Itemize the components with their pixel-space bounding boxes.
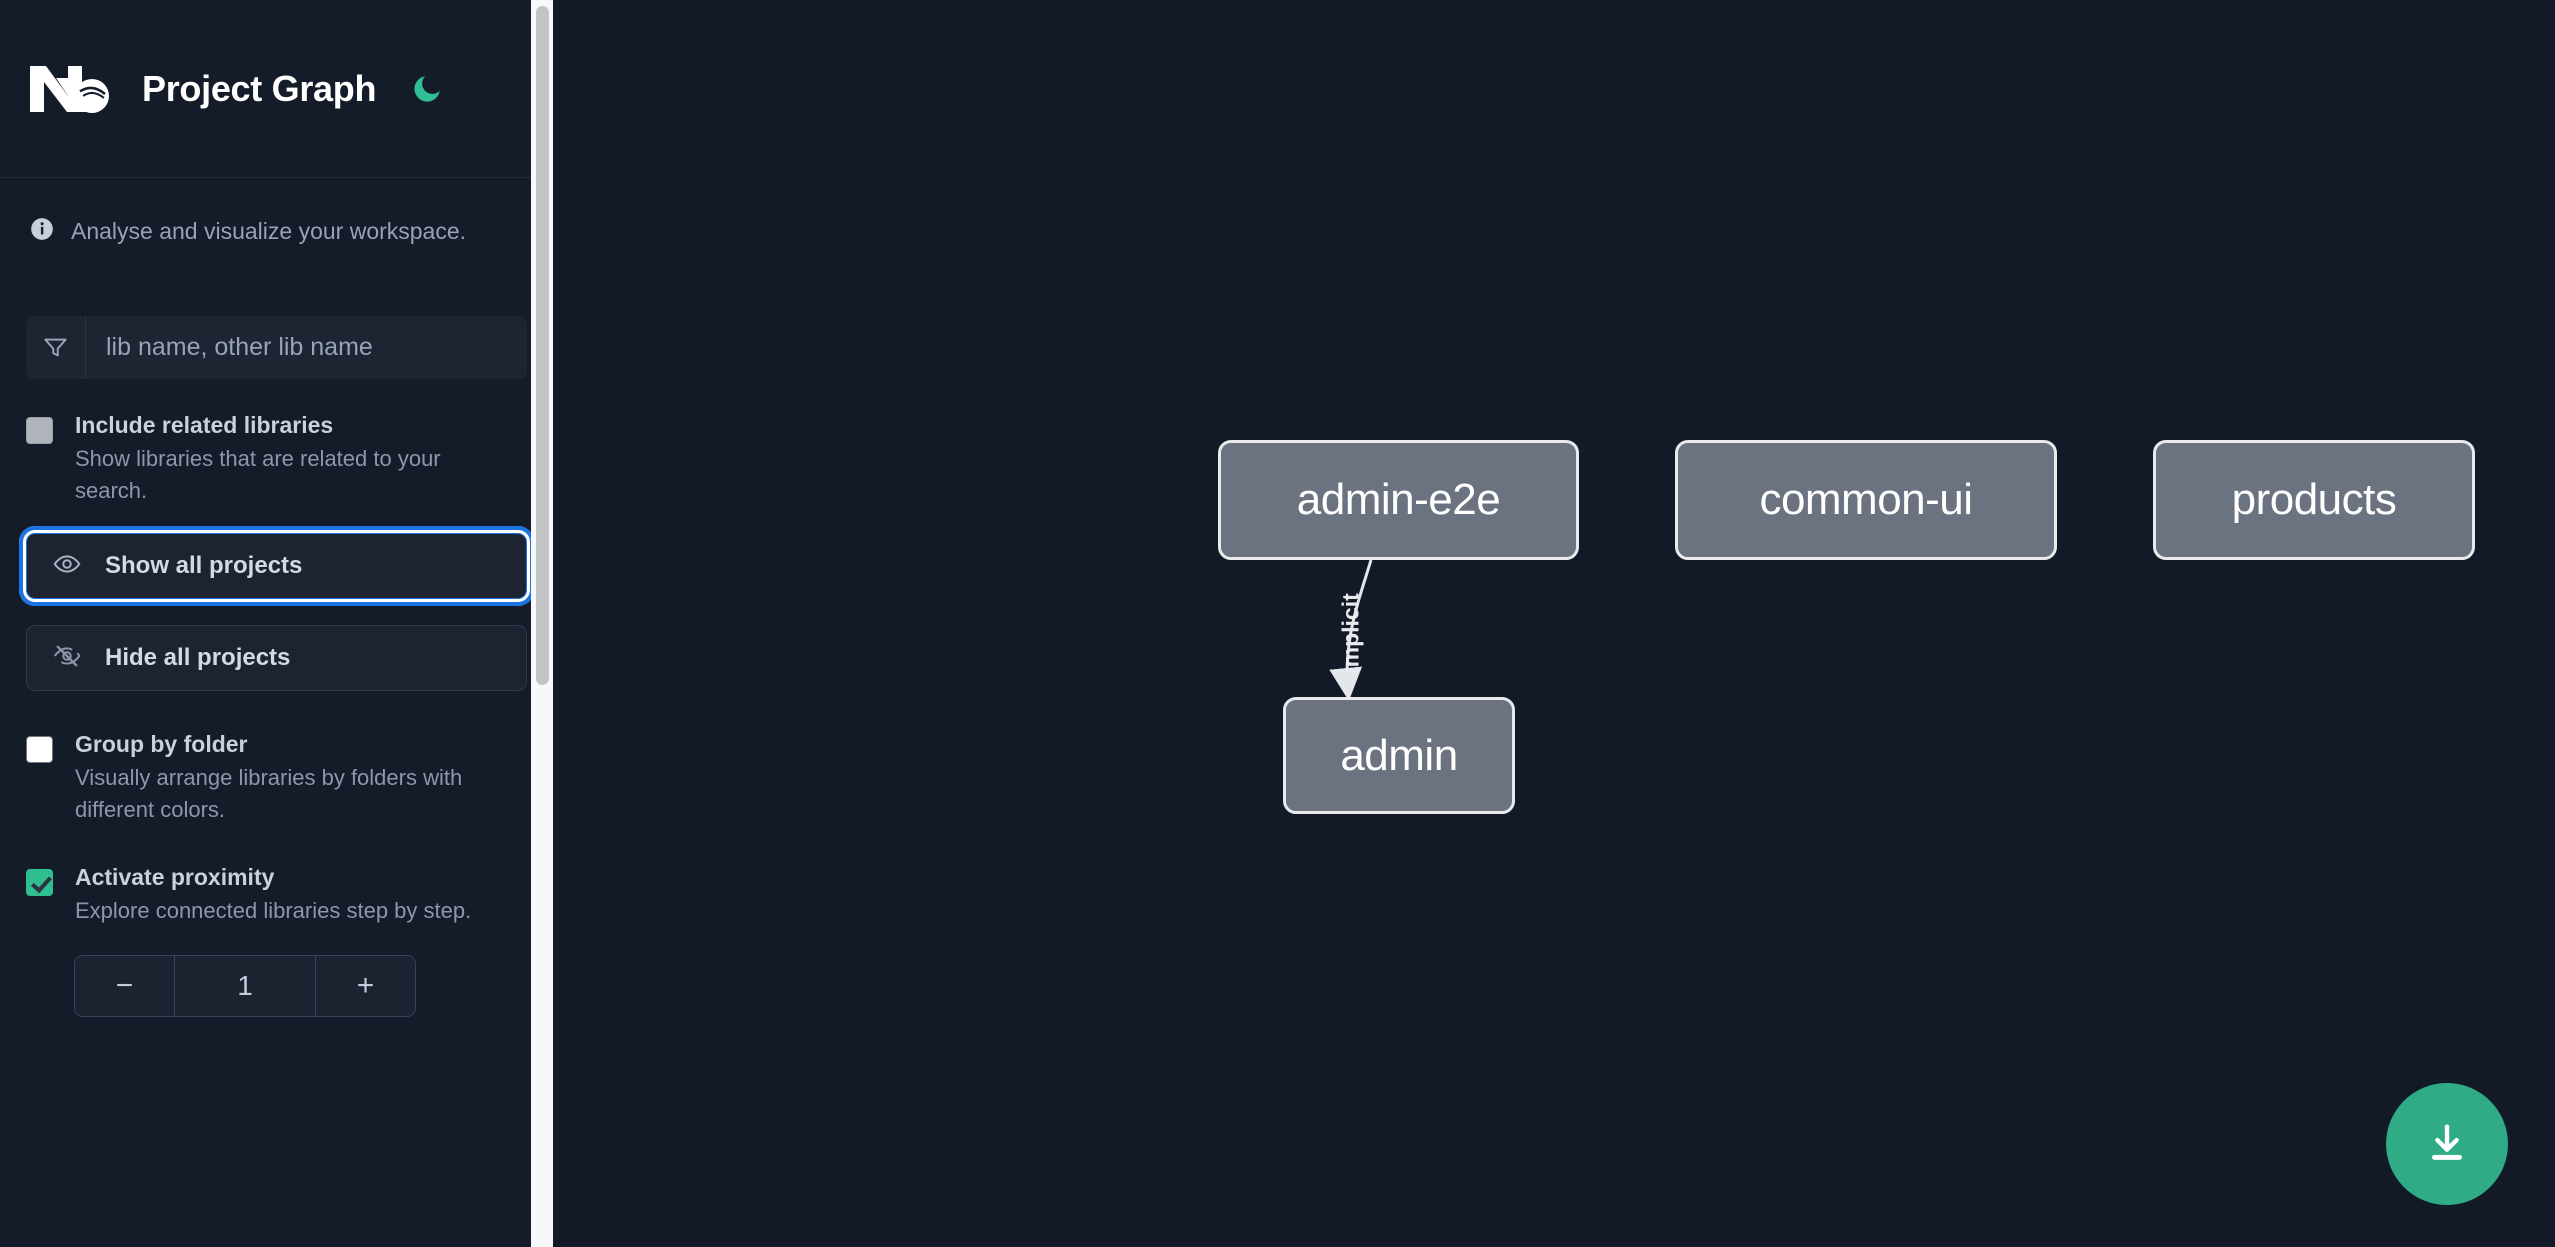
nx-logo-icon bbox=[26, 58, 118, 120]
proximity-value: 1 bbox=[175, 955, 315, 1016]
option-description: Explore connected libraries step by step… bbox=[75, 898, 472, 923]
download-icon bbox=[2424, 1120, 2470, 1169]
download-graph-button[interactable] bbox=[2386, 1083, 2508, 1205]
sidebar: Project Graph Analyse and visualize your… bbox=[0, 0, 553, 1247]
info-circle-icon bbox=[29, 216, 55, 247]
checkbox-activate-proximity[interactable] bbox=[26, 868, 53, 896]
show-all-projects-button[interactable]: Show all projects bbox=[19, 525, 534, 606]
funnel-filter-icon bbox=[26, 316, 86, 379]
sidebar-scrollbar[interactable] bbox=[531, 0, 553, 1247]
option-include-related-libraries[interactable]: Include related libraries Show libraries… bbox=[26, 412, 527, 507]
eye-off-icon bbox=[53, 642, 81, 673]
checkbox-include-related-libraries[interactable] bbox=[26, 417, 53, 444]
page-title: Project Graph bbox=[142, 67, 377, 109]
graph-node-products[interactable]: products bbox=[2153, 440, 2475, 560]
tagline-text: Analyse and visualize your workspace. bbox=[71, 218, 467, 244]
option-activate-proximity[interactable]: Activate proximity Explore connected lib… bbox=[26, 864, 527, 927]
graph-node-admin[interactable]: admin bbox=[1283, 697, 1515, 814]
graph-node-label: products bbox=[2231, 475, 2397, 524]
graph-node-common-ui[interactable]: common-ui bbox=[1675, 440, 2057, 560]
option-group-by-folder[interactable]: Group by folder Visually arrange librari… bbox=[26, 731, 527, 826]
graph-node-admin-e2e[interactable]: admin-e2e bbox=[1218, 440, 1579, 560]
graph-node-label: common-ui bbox=[1759, 475, 1973, 524]
option-label: Activate proximity bbox=[75, 863, 275, 890]
graph-node-label: admin bbox=[1340, 730, 1458, 780]
option-label: Include related libraries bbox=[75, 412, 334, 438]
option-description: Visually arrange libraries by folders wi… bbox=[75, 765, 463, 822]
show-all-projects-label: Show all projects bbox=[105, 551, 303, 579]
sidebar-header: Project Graph bbox=[0, 0, 553, 178]
moon-icon[interactable] bbox=[406, 68, 448, 110]
filter-search-box[interactable] bbox=[26, 316, 527, 379]
proximity-decrement-button[interactable]: − bbox=[75, 955, 175, 1016]
graph-node-label: admin-e2e bbox=[1296, 475, 1501, 524]
graph-edges bbox=[1329, 559, 1373, 701]
sidebar-body: Analyse and visualize your workspace. In… bbox=[0, 216, 553, 1017]
graph-canvas[interactable]: admin-e2e common-ui products store-e2e a… bbox=[553, 0, 2555, 1247]
tagline: Analyse and visualize your workspace. bbox=[29, 216, 527, 247]
sidebar-scrollbar-thumb[interactable] bbox=[536, 6, 549, 685]
eye-icon bbox=[53, 550, 81, 581]
edge-label-admin-implicit: implicit bbox=[1337, 593, 1364, 674]
option-label: Group by folder bbox=[75, 730, 248, 757]
option-description: Show libraries that are related to your … bbox=[75, 446, 441, 504]
hide-all-projects-button[interactable]: Hide all projects bbox=[26, 624, 527, 691]
checkbox-group-by-folder[interactable] bbox=[26, 735, 53, 763]
proximity-increment-button[interactable]: + bbox=[315, 955, 415, 1016]
hide-all-projects-label: Hide all projects bbox=[105, 643, 291, 671]
search-input[interactable] bbox=[86, 316, 527, 379]
proximity-stepper[interactable]: − 1 + bbox=[74, 954, 416, 1017]
